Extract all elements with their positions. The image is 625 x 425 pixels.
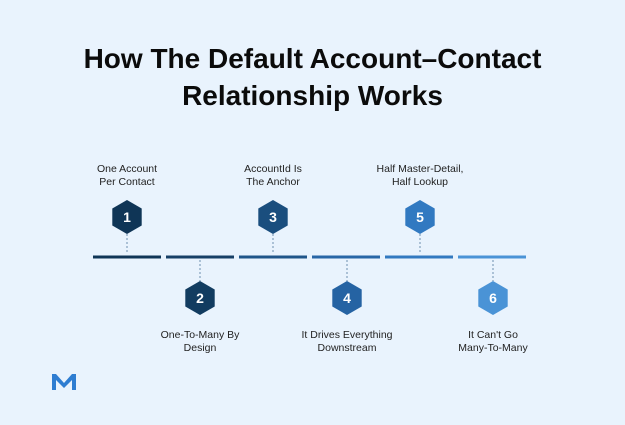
step-number: 2 [196, 290, 204, 306]
step-label-line: AccountId Is [244, 163, 302, 175]
step-hexagon [185, 281, 215, 315]
step-label-line: Design [183, 342, 217, 354]
timeline-segment [458, 255, 526, 259]
step-label-line: Half Lookup [391, 176, 449, 188]
step-number: 4 [343, 290, 351, 306]
step-hexagon [405, 200, 435, 234]
step-hexagon [112, 200, 142, 234]
step-label-line: It Can't Go [468, 329, 518, 341]
step-label-line: One-To-Many By [160, 329, 240, 341]
step-label-line: It Drives Everything [301, 329, 393, 341]
step-label-line: Half Master-Detail, [376, 163, 464, 175]
page-title: How The Default Account–Contact Relation… [0, 40, 625, 114]
timeline-segment [385, 255, 453, 259]
step-number: 5 [416, 209, 424, 225]
step-label-line: One Account [96, 163, 158, 175]
title-line-1: How The Default Account–Contact [83, 43, 542, 74]
step-label: Half Master-Detail,Half Lookup [350, 163, 490, 189]
timeline-segment [166, 255, 234, 259]
m-logo-icon [52, 374, 76, 390]
step-number: 3 [269, 209, 277, 225]
timeline-segment [93, 255, 161, 259]
title-line-2: Relationship Works [182, 80, 443, 111]
step-number: 1 [123, 209, 131, 225]
step-hexagon [478, 281, 508, 315]
step-label-line: The Anchor [246, 176, 300, 188]
step-label-line: Per Contact [99, 176, 155, 188]
step-label-line: Many-To-Many [458, 342, 528, 354]
step-label-line: Downstream [317, 342, 377, 354]
timeline-segment [239, 255, 307, 259]
step-hexagon [258, 200, 288, 234]
timeline-segment [312, 255, 380, 259]
step-hexagon [332, 281, 362, 315]
step-number: 6 [489, 290, 497, 306]
